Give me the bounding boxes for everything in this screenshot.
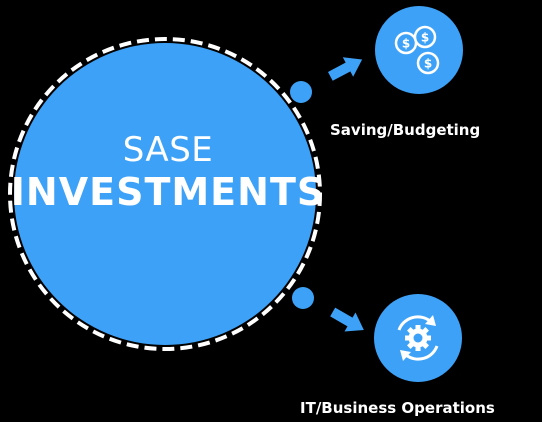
saving-budgeting-label: Saving/Budgeting: [330, 121, 481, 139]
saving-icon-circle: [375, 6, 463, 94]
dollar-glyphs: $ $ $: [402, 31, 432, 71]
it-business-operations-label: IT/Business Operations: [300, 399, 495, 417]
svg-text:$: $: [421, 31, 429, 45]
main-circle: [14, 43, 316, 345]
dollar-coins-icon: [394, 25, 440, 75]
connector-dot-it: [292, 287, 314, 309]
arrow-to-saving: [327, 57, 363, 81]
svg-text:$: $: [424, 57, 432, 71]
gear-cycle-icon: [397, 315, 439, 361]
main-circle-dashed-border: [8, 37, 322, 351]
main-subtitle: SASE: [122, 130, 214, 170]
arrow-to-it: [330, 307, 364, 332]
connector-dot-saving: [290, 81, 312, 103]
svg-text:$: $: [402, 37, 410, 51]
main-title: INVESTMENTS: [10, 170, 326, 214]
